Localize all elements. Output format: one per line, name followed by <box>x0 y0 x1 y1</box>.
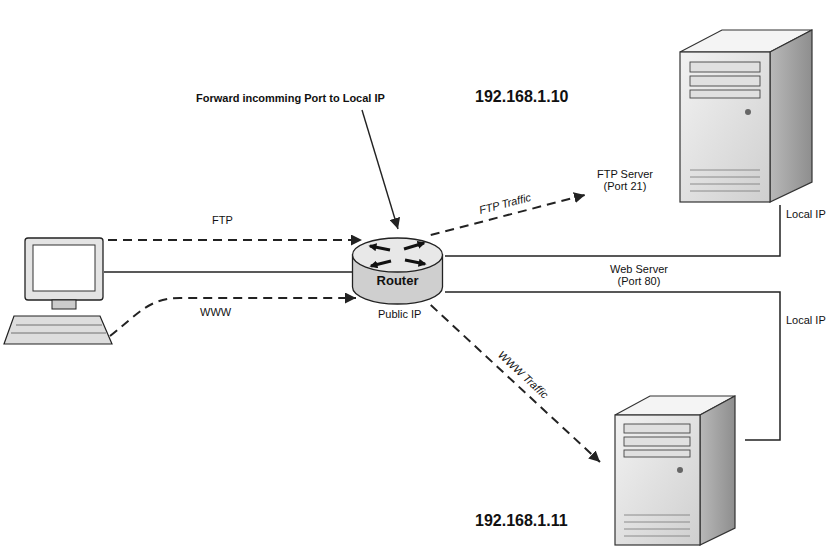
monitor-stand <box>52 300 76 309</box>
traffic-arrow <box>431 305 600 462</box>
router: RouterPublic IP <box>350 235 445 305</box>
server-label: FTP Server (Port 21) <box>593 168 657 192</box>
callout-note: Forward incomming Port to Local IP <box>196 92 385 105</box>
callout-arrow <box>362 110 398 229</box>
ip-address: 192.168.1.11 <box>475 512 568 530</box>
ip-address: 192.168.1.10 <box>475 88 568 106</box>
flow-label: WWW <box>200 306 231 319</box>
key-row <box>11 333 106 334</box>
web-server: Web Server (Port 80)Local IP192.168.1.11 <box>600 390 745 548</box>
ip-note: Local IP <box>786 314 826 327</box>
server-label: Web Server (Port 80) <box>605 263 673 287</box>
edge-label: FTP Traffic <box>478 191 533 217</box>
web-server-tower <box>615 396 735 545</box>
ip-note: Local IP <box>786 208 826 221</box>
flow-label: FTP <box>212 214 233 227</box>
monitor-screen <box>33 245 95 291</box>
edge-label: WWW Traffic <box>495 349 551 402</box>
monitor-case <box>25 238 103 300</box>
ftp-request-arrow <box>108 239 362 241</box>
router-label: Router <box>377 273 419 288</box>
network-link <box>445 292 780 440</box>
ip-note: Public IP <box>378 308 421 321</box>
keyboard <box>4 316 112 344</box>
key-row <box>16 325 102 326</box>
client-pc <box>4 238 112 344</box>
client-link <box>104 271 352 273</box>
ftp-server: 192.168.1.10FTP Server (Port 21)Local IP <box>585 25 815 205</box>
ftp-server-tower <box>680 30 812 202</box>
router-symbol <box>353 238 443 304</box>
www-request-arrow <box>110 298 356 336</box>
